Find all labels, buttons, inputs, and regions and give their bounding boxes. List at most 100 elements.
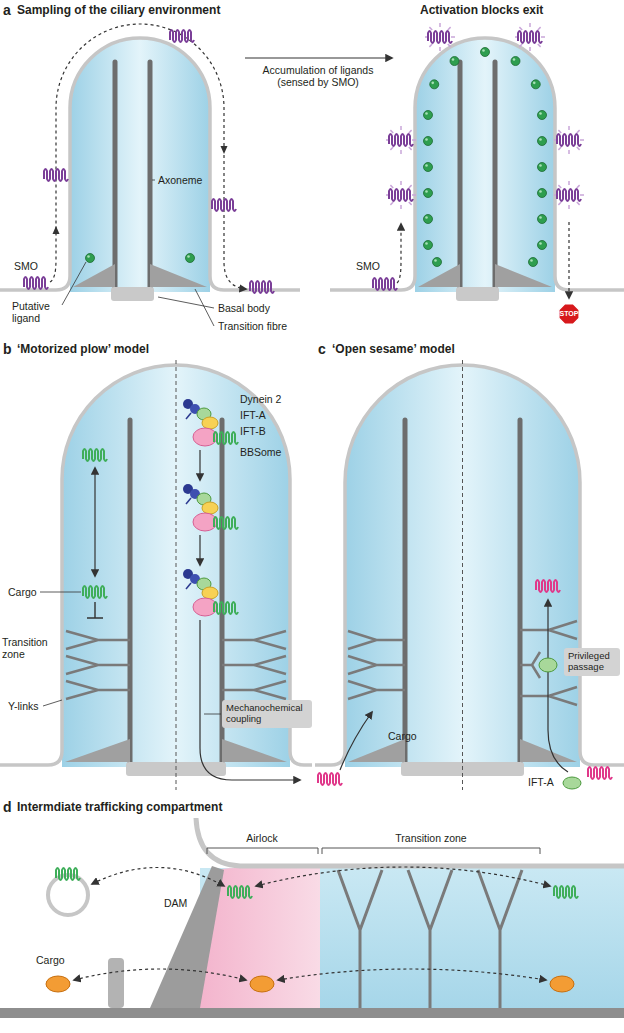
part-label: Y-links <box>8 700 39 712</box>
ligand-highlight <box>482 49 485 52</box>
leader-line <box>43 700 62 706</box>
transition-fibre <box>222 739 287 762</box>
dashed-arrow <box>74 969 246 980</box>
activation-ray <box>577 147 580 150</box>
cargo-protein <box>550 976 574 992</box>
ligand-highlight <box>425 138 428 141</box>
ift-b-complex <box>202 502 218 514</box>
axoneme-microtubule <box>113 62 118 288</box>
axoneme-microtubule <box>493 62 498 288</box>
y-link <box>66 681 130 699</box>
activation-ray <box>529 47 531 51</box>
activation-ray <box>439 47 441 51</box>
dynein-stalk <box>186 498 191 504</box>
axoneme-microtubule <box>403 420 408 762</box>
dashed-arrow <box>568 222 569 298</box>
ligand-dot <box>433 258 442 267</box>
transition-fibre <box>495 264 552 287</box>
blocked-arrow <box>340 712 372 770</box>
part-label: Dynein 2 <box>240 393 281 405</box>
receptor-symbol <box>24 277 48 289</box>
y-link <box>222 681 286 699</box>
basal-body <box>111 287 154 301</box>
ligand-dot <box>538 215 547 224</box>
ligand-highlight <box>539 190 542 193</box>
leader-line <box>158 297 214 308</box>
receptor-symbol <box>557 134 581 146</box>
leader-line <box>152 180 155 181</box>
activation-ray <box>400 205 402 209</box>
ift-b-complex <box>202 587 218 599</box>
panel-title: ‘Open sesame’ model <box>332 343 455 357</box>
part-label: Transition zone <box>2 636 58 660</box>
activation-ray <box>558 202 561 205</box>
double-arrow <box>94 468 95 576</box>
arrow-label: Accumulation of ligands (sensed by SMO) <box>248 64 388 88</box>
receptor-symbol <box>44 169 68 181</box>
basal-foot <box>108 958 124 1008</box>
panel-b <box>0 360 312 790</box>
receptor-symbol <box>518 31 542 43</box>
receptor-symbol <box>318 773 342 785</box>
receptor-symbol <box>554 886 578 898</box>
panel-letter: a <box>3 2 11 18</box>
ligand-dot <box>511 57 520 66</box>
leader-line <box>40 592 81 593</box>
ligand-highlight <box>425 112 428 115</box>
ligand-dot <box>186 254 195 263</box>
transition-fibre <box>418 264 460 287</box>
activation-ray <box>558 185 561 188</box>
axoneme-microtubule <box>148 62 153 288</box>
activation-ray <box>541 36 545 38</box>
y-link <box>66 656 130 674</box>
receptor-symbol <box>56 868 80 880</box>
activation-ray <box>429 27 432 30</box>
ligand-highlight <box>425 242 428 245</box>
leader-line <box>195 289 214 326</box>
activation-ray <box>568 205 570 209</box>
activation-ray <box>409 130 412 133</box>
ligand-dot <box>481 48 490 57</box>
activation-ray <box>580 194 584 196</box>
node-text: Privileged passage <box>568 651 616 673</box>
transition-fibre <box>150 866 224 1008</box>
ligand-dot <box>531 80 540 89</box>
receptor-symbol <box>588 767 612 779</box>
region-label: Airlock <box>212 832 312 844</box>
arrow-head <box>53 226 60 234</box>
ligand-dot <box>424 241 433 250</box>
receptor-symbol <box>214 517 238 529</box>
ligand-dot <box>424 163 433 172</box>
part-label: DAM <box>164 897 187 909</box>
activation-ray <box>448 27 451 30</box>
dynein-stalk <box>186 583 191 589</box>
ligand-highlight <box>539 112 542 115</box>
ligand-highlight <box>187 255 190 258</box>
region-bracket <box>207 848 318 854</box>
arrow <box>199 450 200 480</box>
activation-ray <box>448 44 451 47</box>
panel-c <box>315 360 624 790</box>
activation-ray <box>519 27 522 30</box>
cargo-protein <box>250 976 274 992</box>
y-link <box>348 681 405 699</box>
receptor-symbol <box>214 432 238 444</box>
dashed-arrow <box>278 969 546 980</box>
receptor-symbol <box>228 886 252 898</box>
ligand-dot <box>424 189 433 198</box>
stop-sign: STOP <box>557 302 581 326</box>
receptor-symbol <box>83 449 107 461</box>
part-label: Basal body <box>218 302 270 314</box>
ligand-dot <box>538 111 547 120</box>
callout-box: Mechanochemical coupling <box>222 700 312 728</box>
cilium-lumen <box>70 38 210 292</box>
activation-ray <box>558 147 561 150</box>
arrow <box>245 57 392 58</box>
part-label: IFT-A <box>528 776 554 788</box>
dashed-arrow <box>397 224 401 283</box>
panel-title: Activation blocks exit <box>420 4 543 18</box>
part-label: IFT-A <box>240 409 266 421</box>
y-link-opened <box>520 652 540 678</box>
panel-d <box>0 818 624 1018</box>
